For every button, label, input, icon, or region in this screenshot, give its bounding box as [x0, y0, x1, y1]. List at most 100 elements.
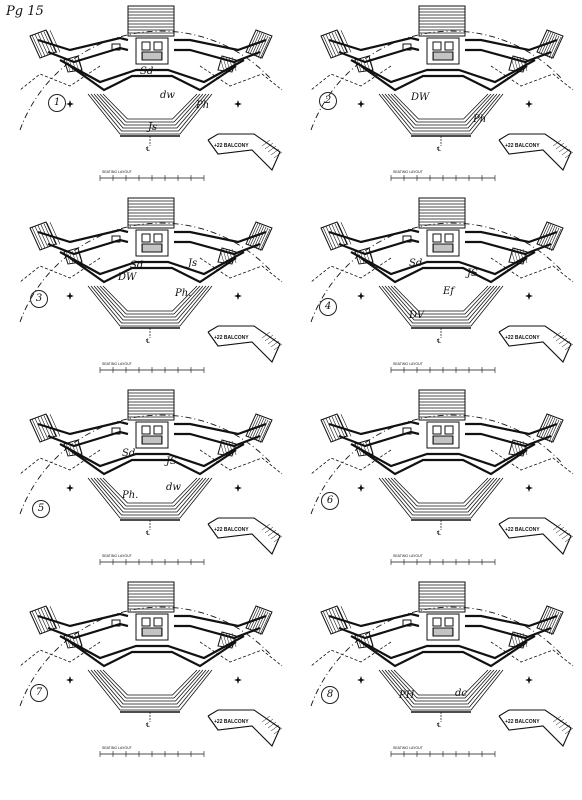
centerline-label: ℄	[437, 338, 441, 345]
dome-arc	[310, 414, 562, 515]
compass-mark-right	[525, 100, 533, 108]
handwritten-note: Ph	[196, 100, 210, 111]
seating-bowl	[378, 93, 504, 137]
dome-arc	[310, 606, 562, 707]
ramp-outline	[310, 641, 574, 667]
panel-number: 6	[321, 492, 339, 510]
scale-bar	[99, 751, 205, 757]
balcony-outline	[498, 325, 574, 363]
centerline-label: ℄	[437, 722, 441, 729]
handwritten-note: DW	[118, 272, 137, 283]
left-stair	[320, 413, 352, 443]
scale-label: SEATING LAYOUT	[102, 362, 132, 366]
small-box	[402, 427, 412, 435]
right-wedge	[217, 247, 237, 265]
floor-plan-drawing	[19, 581, 283, 757]
balcony-label: +22 BALCONY	[214, 335, 249, 341]
right-stair	[536, 605, 564, 636]
floor-plan-drawing	[19, 5, 283, 181]
ramp-outline	[19, 257, 283, 283]
right-stair	[245, 221, 273, 252]
scale-label: SEATING LAYOUT	[102, 746, 132, 750]
page-label: Pg 15	[6, 4, 44, 19]
floor-plan-drawing	[310, 5, 574, 181]
ramp-outline	[19, 449, 283, 475]
top-stair	[418, 5, 466, 37]
scale-label: SEATING LAYOUT	[393, 362, 423, 366]
handwritten-note: Ph	[473, 114, 487, 125]
right-stair	[536, 29, 564, 60]
left-stair	[29, 605, 61, 635]
compass-mark-right	[525, 292, 533, 300]
right-stair	[536, 413, 564, 444]
centerline-label: ℄	[146, 338, 150, 345]
compass-mark-left	[66, 100, 74, 108]
dome-arc	[310, 30, 562, 131]
balcony-outline	[498, 709, 574, 747]
right-stair	[536, 221, 564, 252]
left-wedge	[354, 631, 374, 649]
seating-bowl	[378, 669, 504, 713]
left-stair	[320, 29, 352, 59]
handwritten-note: PH	[399, 690, 415, 701]
balcony-outline	[207, 133, 283, 171]
handwritten-note: Js	[188, 258, 198, 269]
floor-plan-drawing	[19, 197, 283, 373]
left-wedge	[63, 439, 83, 457]
handwritten-note: JS	[467, 268, 478, 279]
ramp-outline	[310, 257, 574, 283]
top-stair	[127, 389, 175, 421]
dome-arc	[19, 414, 271, 515]
scale-label: SEATING LAYOUT	[102, 554, 132, 558]
top-stair	[127, 197, 175, 229]
floor-plan-drawing	[310, 389, 574, 565]
compass-mark-right	[234, 100, 242, 108]
central-core	[426, 421, 460, 449]
walkway-bands	[37, 36, 267, 92]
left-wedge	[354, 439, 374, 457]
scale-label: SEATING LAYOUT	[393, 170, 423, 174]
small-box	[111, 427, 121, 435]
top-stair	[418, 197, 466, 229]
walkway-bands	[37, 612, 267, 668]
balcony-label: +22 BALCONY	[505, 335, 540, 341]
seating-bowl	[87, 669, 213, 713]
balcony-outline	[498, 517, 574, 555]
compass-mark-left	[357, 100, 365, 108]
handwritten-note: Sd	[122, 448, 136, 459]
balcony-label: +22 BALCONY	[505, 527, 540, 533]
panel-number: 2	[319, 92, 337, 110]
left-stair	[320, 605, 352, 635]
handwritten-note: JS	[166, 456, 177, 467]
handwritten-note: DV	[409, 310, 425, 321]
left-stair	[320, 221, 352, 251]
right-stair	[245, 605, 273, 636]
centerline-label: ℄	[437, 530, 441, 537]
central-core	[426, 37, 460, 65]
central-core	[135, 613, 169, 641]
centerline-label: ℄	[437, 146, 441, 153]
right-wedge	[217, 55, 237, 73]
ramp-outline	[310, 65, 574, 91]
handwritten-note: Sd	[130, 260, 144, 271]
left-wedge	[63, 631, 83, 649]
small-box	[111, 619, 121, 627]
seating-bowl	[87, 93, 213, 137]
balcony-label: +22 BALCONY	[505, 719, 540, 725]
handwritten-note: Sd	[409, 258, 423, 269]
small-box	[402, 43, 412, 51]
seating-bowl	[378, 477, 504, 521]
left-wedge	[354, 55, 374, 73]
left-wedge	[354, 247, 374, 265]
compass-mark-right	[234, 292, 242, 300]
central-core	[135, 229, 169, 257]
small-box	[402, 235, 412, 243]
left-stair	[29, 413, 61, 443]
central-core	[426, 229, 460, 257]
ramp-outline	[19, 65, 283, 91]
top-stair	[418, 389, 466, 421]
